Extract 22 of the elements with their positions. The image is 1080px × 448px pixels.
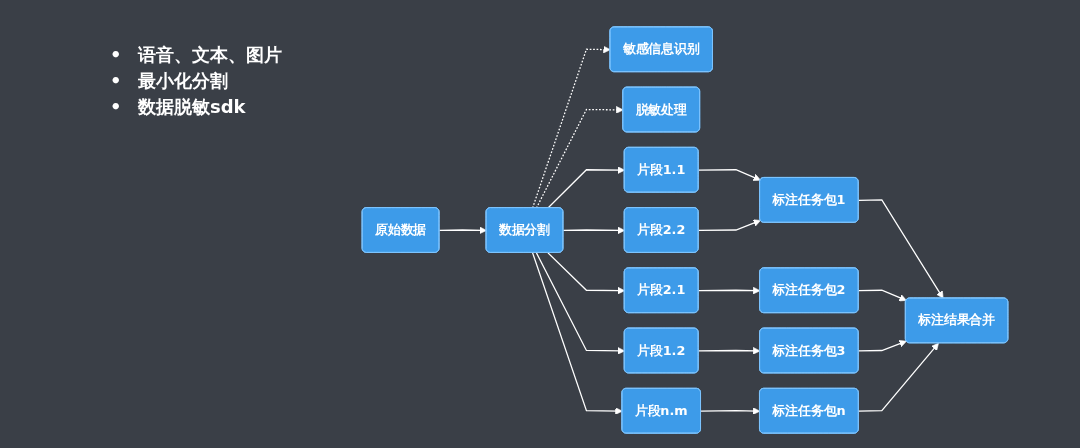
bullet-marker: • [110,69,122,93]
arrow [700,407,761,415]
bullet-text: 最小化分割 [138,69,228,93]
arrow [698,169,761,181]
arrow [858,342,939,412]
arrow [698,219,761,232]
arrow [562,226,625,235]
arrow [698,347,761,355]
bullet-marker: • [110,43,122,67]
arrow [547,252,625,295]
arrow [698,286,761,295]
bullet-text: 数据脱敏sdk [138,95,246,119]
arrow [858,340,907,352]
arrow [858,289,907,302]
arrow [547,166,625,209]
bullet-marker: • [110,95,122,119]
arrow [858,199,944,299]
arrow [438,226,487,235]
arrow [535,252,625,355]
bullet-text: 语音、文本、图片 [138,43,282,67]
arrow [535,106,624,209]
arrow [531,252,623,415]
